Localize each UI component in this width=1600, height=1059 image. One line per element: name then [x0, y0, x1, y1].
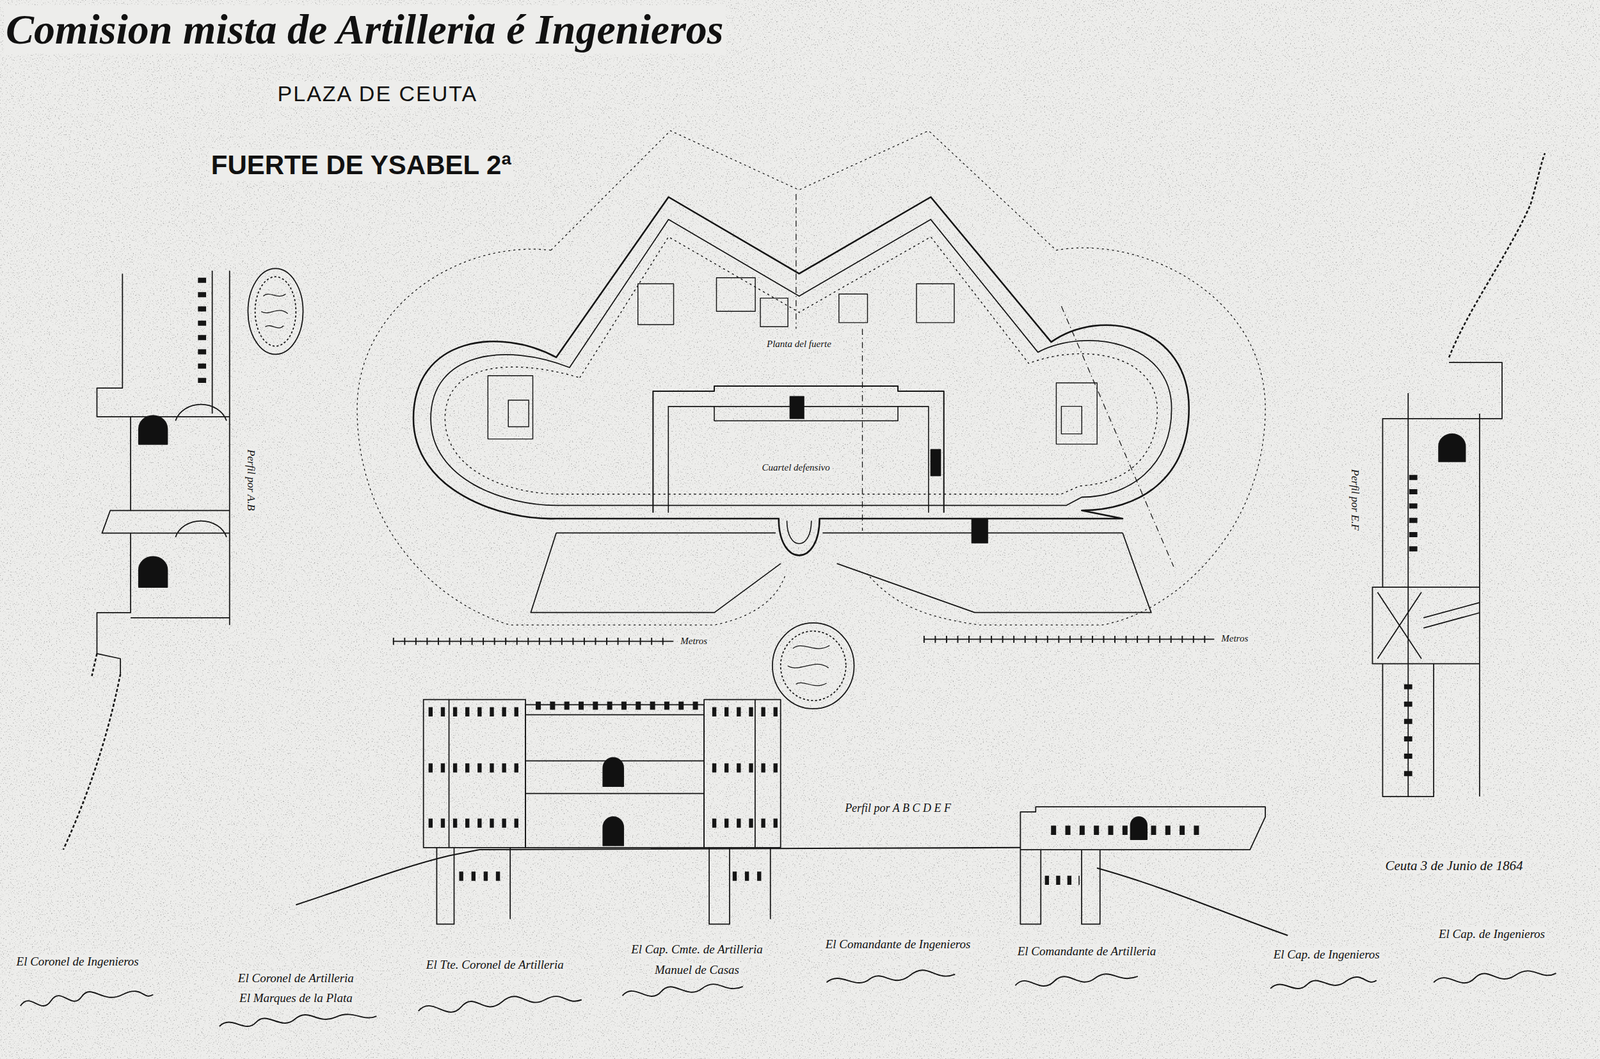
- parapet-line: [444, 236, 1158, 495]
- elevation-view: [295, 699, 1288, 936]
- fort-plan: Planta del fuerteCuartel defensivo: [408, 188, 1195, 623]
- plan-label: Planta del fuerte: [764, 338, 834, 350]
- signatory-name: Manuel de Casas: [652, 962, 742, 977]
- date-note: Ceuta 3 de Junio de 1864: [1383, 857, 1525, 873]
- fort-name: FUERTE DE YSABEL 2ª: [209, 149, 514, 181]
- signatory-title: El Coronel de Ingenieros: [14, 954, 141, 969]
- section-profile: [1372, 152, 1545, 797]
- plan-label: Cuartel defensivo: [759, 462, 832, 473]
- barracks-outline: [652, 385, 944, 513]
- signatory-name: El Marques de la Plata: [237, 990, 355, 1005]
- glacis-line: [357, 130, 1266, 625]
- scale-unit: Metros: [678, 635, 710, 647]
- rampart-outline: [430, 219, 1172, 505]
- section-profile: [63, 270, 230, 850]
- barracks-plan: Cuartel defensivo: [648, 385, 948, 513]
- section-label: Perfil por A B C D E F: [842, 801, 953, 815]
- section-label: Perfil por E.F: [1349, 467, 1362, 533]
- signatory-title: El Comandante de Artilleria: [1015, 944, 1159, 959]
- rampart-outline: [413, 197, 1190, 556]
- gate-mark: [971, 518, 989, 543]
- signatory-title: El Tte. Coronel de Artilleria: [424, 957, 566, 972]
- section-label: Perfil por A.B: [244, 447, 258, 513]
- seal-stamp: [247, 268, 854, 708]
- signatory-title: El Cap. de Ingenieros: [1436, 926, 1547, 941]
- signature-scrawl: [20, 969, 1557, 1026]
- caponier: [786, 520, 811, 544]
- signatory-title: El Cap. de Ingenieros: [1271, 947, 1382, 962]
- signatory-title: El Comandante de Ingenieros: [823, 936, 973, 952]
- barracks-plan-outline: [648, 385, 948, 513]
- scale-bar: [392, 638, 1215, 641]
- scale-unit: Metros: [1219, 632, 1250, 644]
- place-name: PLAZA DE CEUTA: [275, 81, 480, 107]
- outer-works: [530, 532, 1151, 612]
- signatory-title: El Cap. Cmte. de Artilleria: [629, 942, 765, 957]
- sheet-title: Comision mista de Artilleria é Ingeniero…: [3, 5, 726, 54]
- construction-line: [796, 193, 1174, 567]
- barracks-outline: [668, 406, 929, 513]
- signatory-title: El Coronel de Artilleria: [236, 970, 356, 985]
